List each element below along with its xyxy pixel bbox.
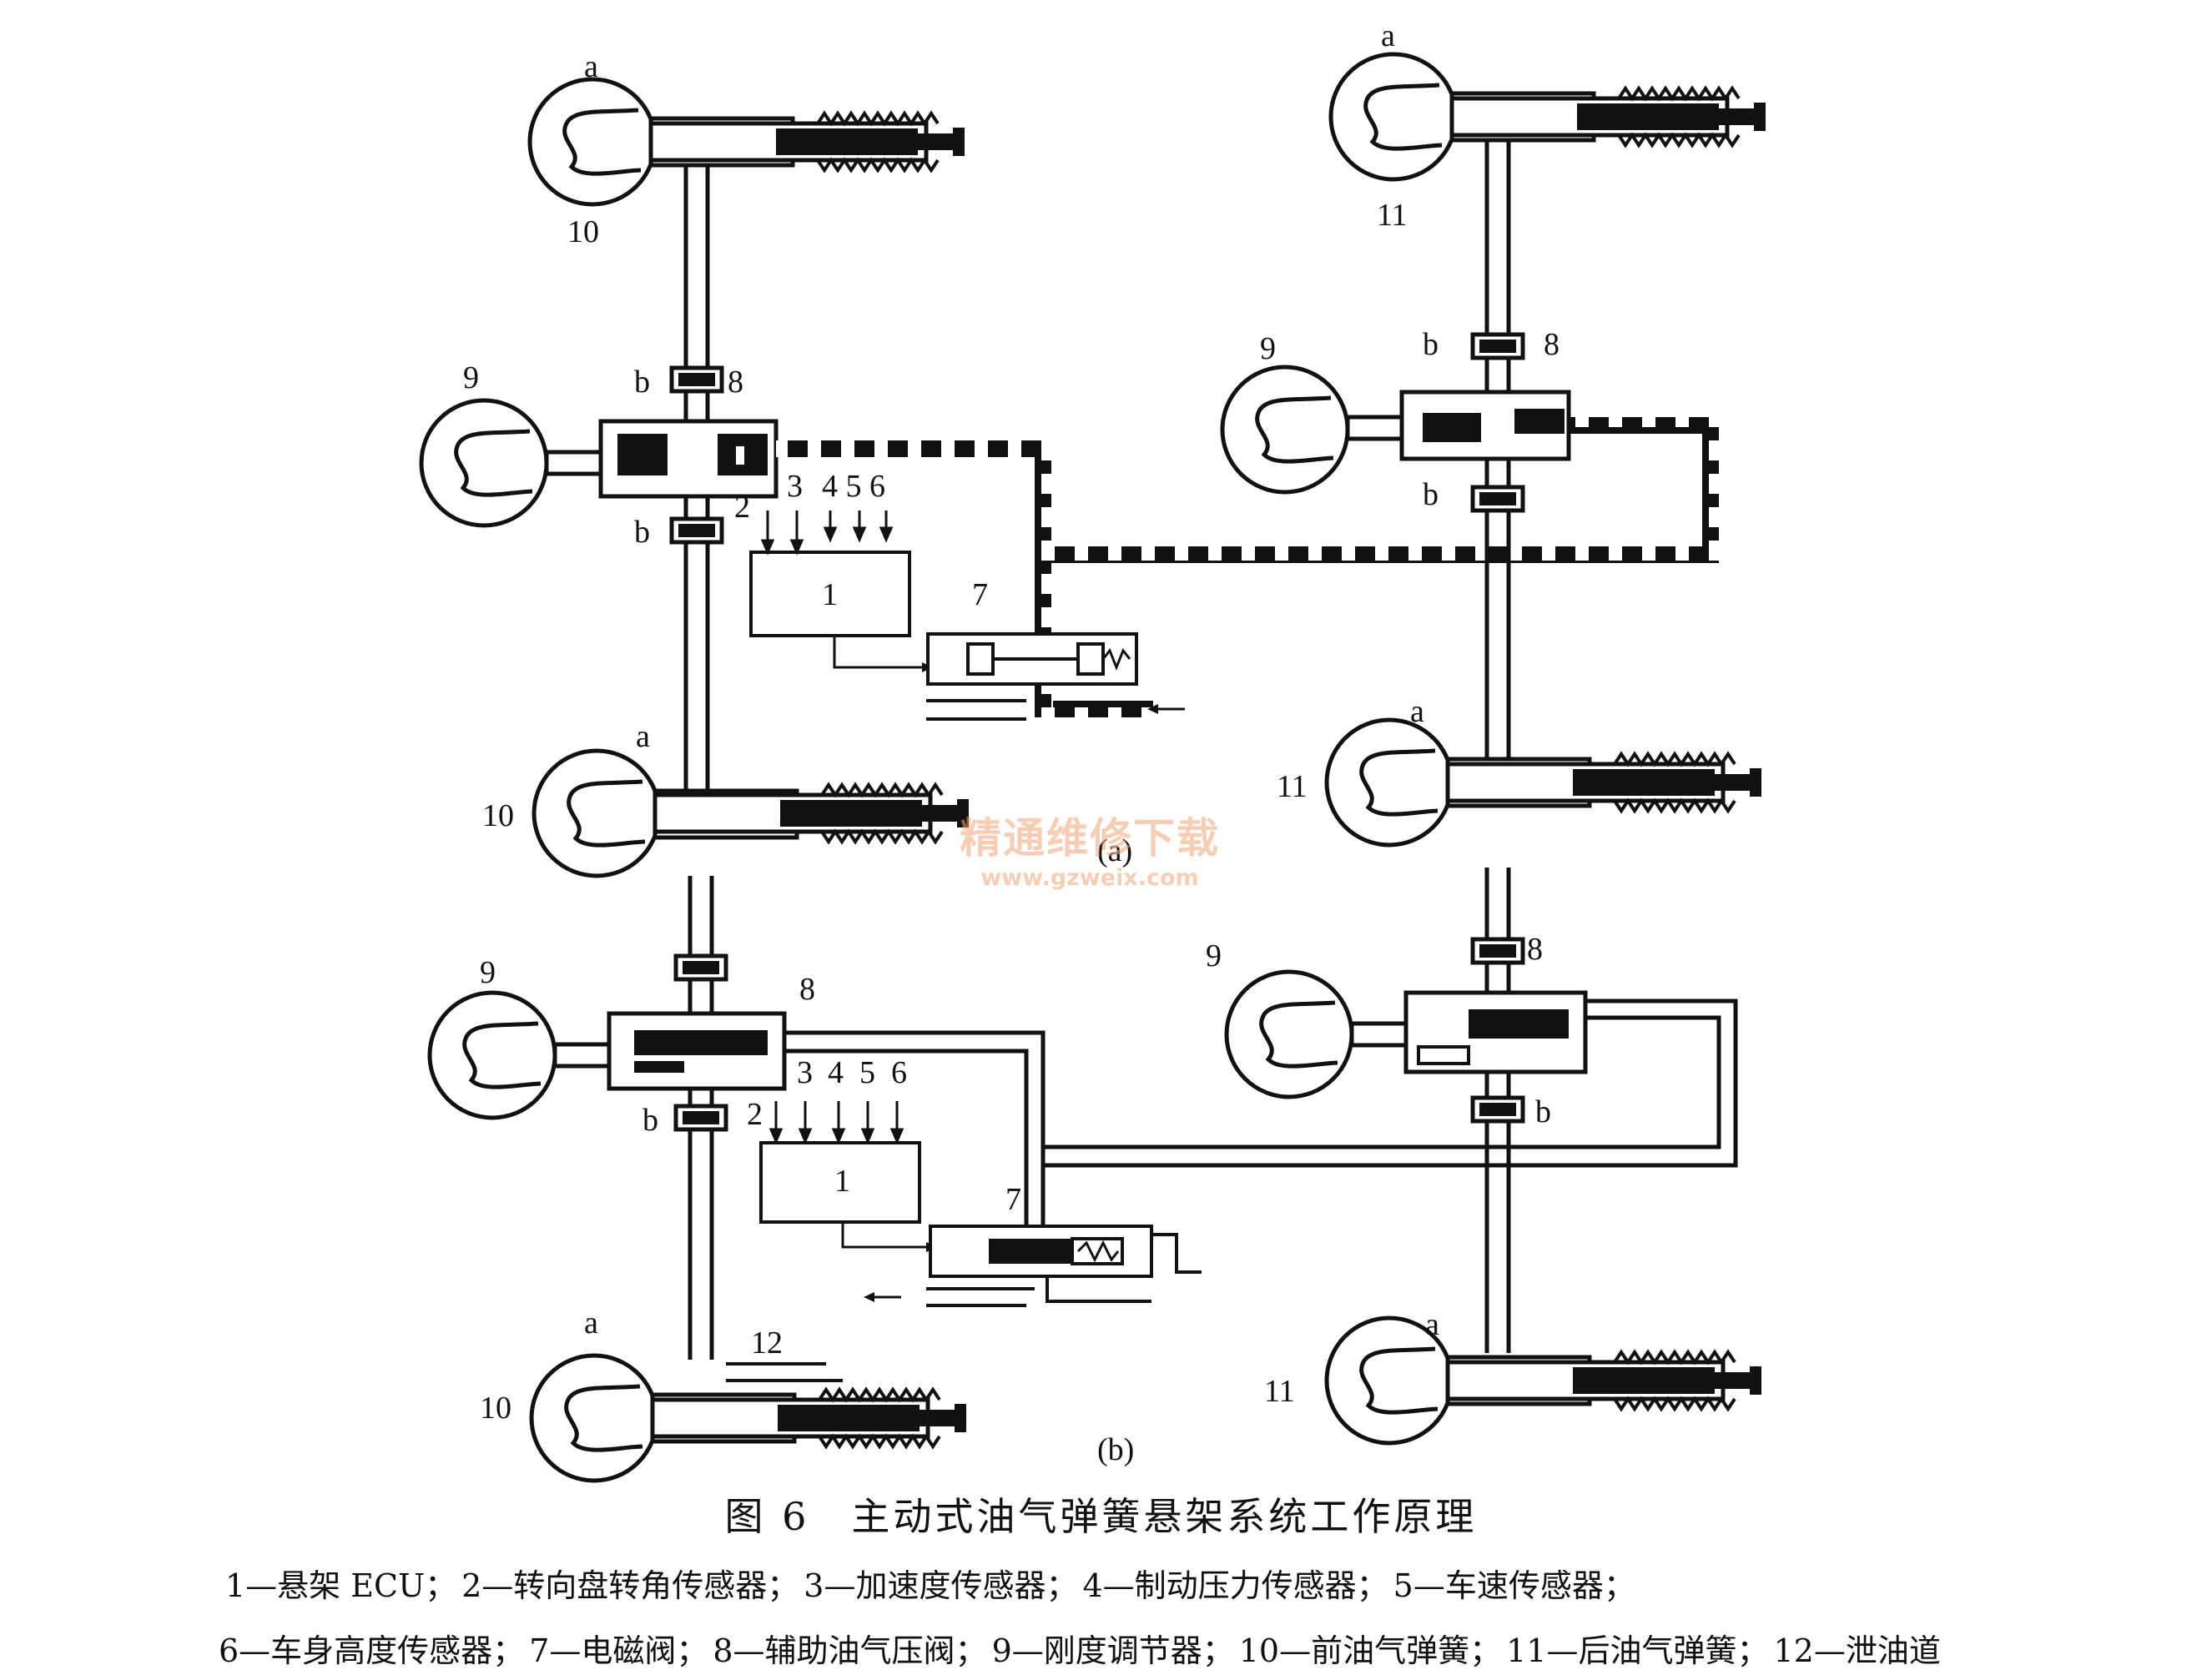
label-11: 11	[1277, 769, 1308, 804]
solenoid-valve-a	[926, 632, 1185, 721]
panel-b-label: (b)	[1097, 1432, 1134, 1467]
label-a: a	[636, 719, 650, 754]
label-a: a	[1410, 694, 1424, 729]
label-b: b	[1423, 327, 1439, 362]
ecu-box-a	[749, 551, 911, 637]
label-8: 8	[1527, 932, 1543, 967]
label-a: a	[1381, 18, 1395, 53]
label-3: 3	[787, 469, 803, 504]
label-b: b	[642, 1103, 658, 1138]
front-spring-bottom-left	[534, 751, 969, 876]
label-3: 3	[797, 1055, 813, 1090]
legend-item-11: 11—后油气弹簧；	[1506, 1632, 1769, 1669]
front-spring-top-left	[530, 79, 965, 204]
label-8: 8	[728, 365, 743, 400]
sensor-arrows-b	[768, 1101, 904, 1144]
panel-b: 9 8 3 4 5 6 2 b 1 7 a 12 10 9 8 b a 11 (…	[430, 868, 1761, 1481]
panel-a-label: (a)	[1097, 833, 1132, 868]
label-5: 5	[859, 1055, 875, 1090]
label-7: 7	[972, 577, 988, 612]
label-9: 9	[463, 360, 479, 395]
label-10: 10	[480, 1391, 511, 1426]
label-6: 6	[891, 1055, 907, 1090]
front-spring-b	[532, 1356, 966, 1481]
watermark-text: 精通维修下载	[960, 814, 1220, 863]
label-9: 9	[1260, 331, 1276, 366]
right-valve-block-b	[1227, 972, 1588, 1097]
label-11: 11	[1264, 1374, 1295, 1409]
rear-spring-b	[1327, 1318, 1761, 1443]
hydraulic-line-b	[784, 998, 1738, 1235]
left-valve-block-b	[430, 993, 787, 1118]
panel-a: a 10 9 b 8 b 2 3 4 5 6 1 7 a 10 a 11 9 b…	[421, 18, 1766, 876]
legend-item-12: 12—泄油道	[1773, 1632, 1941, 1669]
label-1: 1	[834, 1164, 850, 1199]
label-9: 9	[480, 955, 496, 990]
label-a: a	[584, 49, 598, 84]
legend-line-2: 6—车身高度传感器；7—电磁阀；8—辅助油气压阀；9—刚度调节器；10—前油气弹…	[219, 1625, 1946, 1671]
label-1: 1	[822, 577, 838, 612]
label-b: b	[1423, 477, 1439, 512]
legend-item-6: 6—车身高度传感器；	[219, 1632, 525, 1669]
watermark-url: www.gzweix.com	[980, 865, 1199, 891]
legend-item-1: 1—悬架 ECU；	[225, 1567, 457, 1604]
legend-item-4: 4—制动压力传感器；	[1082, 1567, 1388, 1604]
rear-spring-top-right	[1331, 54, 1766, 179]
ecu-box-b	[759, 1141, 921, 1224]
label-a: a	[584, 1305, 598, 1340]
rear-spring-bottom-right	[1327, 720, 1761, 845]
label-10: 10	[482, 798, 514, 833]
label-9: 9	[1206, 938, 1222, 973]
legend-item-7: 7—电磁阀；	[529, 1632, 708, 1669]
hydraulic-line-dashed	[776, 417, 1719, 717]
legend-item-5: 5—车速传感器；	[1393, 1567, 1635, 1604]
label-8: 8	[1544, 327, 1560, 362]
left-valve-block	[421, 400, 779, 526]
label-b: b	[634, 365, 650, 400]
figure-title: 图 6 主动式油气弹簧悬架系统工作原理	[724, 1494, 1478, 1539]
label-b: b	[1535, 1094, 1551, 1129]
label-8: 8	[799, 972, 815, 1007]
label-b: b	[634, 515, 650, 550]
solenoid-valve-b	[864, 1225, 1202, 1307]
legend-item-2: 2—转向盘转角传感器；	[461, 1567, 799, 1604]
legend-line-1: 1—悬架 ECU；2—转向盘转角传感器；3—加速度传感器；4—制动压力传感器；5…	[225, 1560, 1640, 1606]
label-4: 4	[828, 1055, 844, 1090]
watermark: 精通维修下载 www.gzweix.com	[960, 805, 1220, 891]
label-7: 7	[1005, 1182, 1021, 1217]
right-valve-block	[1222, 367, 1571, 492]
legend-item-10: 10—前油气弹簧；	[1238, 1632, 1502, 1669]
sensor-arrows-a	[760, 511, 894, 556]
legend-item-9: 9—刚度调节器；	[991, 1632, 1234, 1669]
label-a: a	[1425, 1307, 1439, 1342]
legend-item-3: 3—加速度传感器；	[804, 1567, 1078, 1604]
label-11: 11	[1377, 198, 1408, 233]
legend-item-8: 8—辅助油气压阀；	[713, 1632, 987, 1669]
label-10: 10	[567, 214, 599, 249]
label-2: 2	[747, 1097, 763, 1132]
label-2: 2	[734, 490, 750, 525]
label-456: 4 5 6	[822, 469, 885, 504]
label-12: 12	[751, 1325, 783, 1361]
